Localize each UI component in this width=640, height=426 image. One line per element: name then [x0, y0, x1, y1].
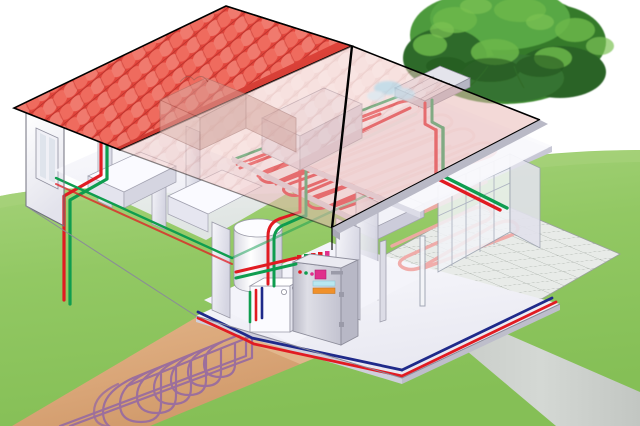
tree: [403, 0, 614, 104]
indicator-led-3: [310, 272, 314, 276]
basement-floor-pipes: [196, 296, 558, 378]
indicator-led-2: [304, 271, 308, 275]
cabinet-hinge-bottom: [339, 322, 344, 327]
front-eaves: [332, 120, 548, 240]
conservatory-posts: [419, 235, 426, 307]
air-flow-indicator: [367, 81, 415, 101]
indicator-led-1: [298, 270, 302, 274]
attic-structures: [159, 76, 297, 153]
panel-label: [331, 271, 343, 275]
heat-pump-unit: [291, 251, 360, 346]
gable-window: [35, 127, 59, 190]
front-corner-post: [379, 239, 387, 323]
cabinet-hinge-top: [339, 292, 344, 297]
heat-pump-control-panel[interactable]: [298, 269, 343, 294]
